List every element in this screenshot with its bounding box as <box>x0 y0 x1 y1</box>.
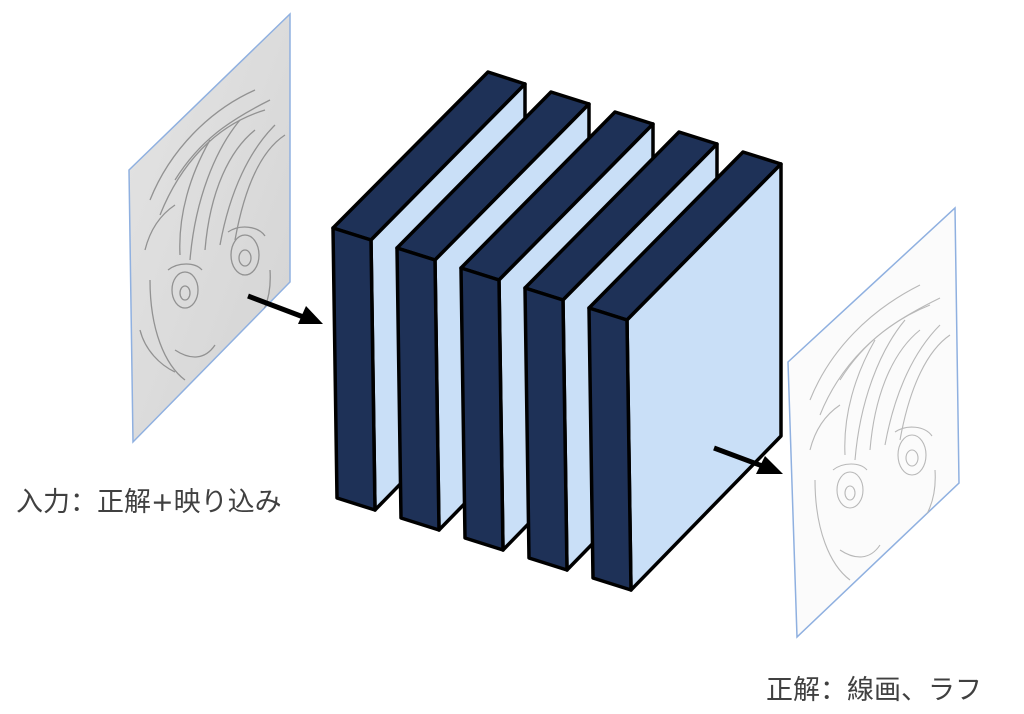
arrow-right-icon <box>247 293 323 324</box>
layer-block-5 <box>587 150 783 592</box>
layer-stack <box>331 70 783 592</box>
output-image-panel <box>787 206 960 639</box>
input-image-panel <box>128 12 291 444</box>
arrow-right-icon <box>713 445 783 474</box>
input-label: 入力：正解+映り込み <box>16 487 282 518</box>
input-panel-frame <box>128 12 291 444</box>
output-label: 正解：線画、ラフ <box>766 675 982 706</box>
